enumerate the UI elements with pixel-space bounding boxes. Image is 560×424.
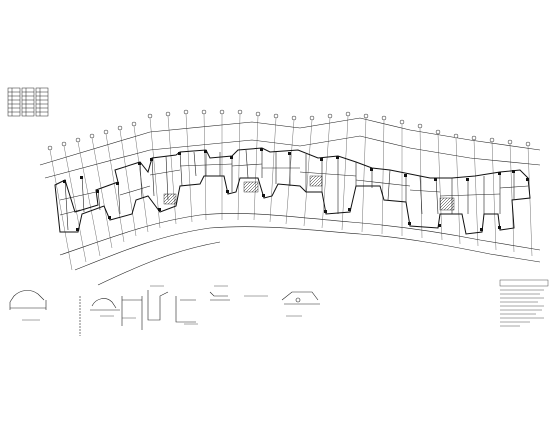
detail-labels [22,285,302,325]
hatched-areas [163,175,455,211]
interior-partitions [59,148,529,231]
schedule-tables [7,87,49,117]
notes-block [499,279,549,327]
plan-boundary-lines [39,117,541,286]
building-walls [54,147,531,235]
structural-columns [63,148,529,231]
detail-drawings [9,290,320,336]
axis-grid-lines [49,113,533,271]
axis-bubbles [47,109,531,151]
